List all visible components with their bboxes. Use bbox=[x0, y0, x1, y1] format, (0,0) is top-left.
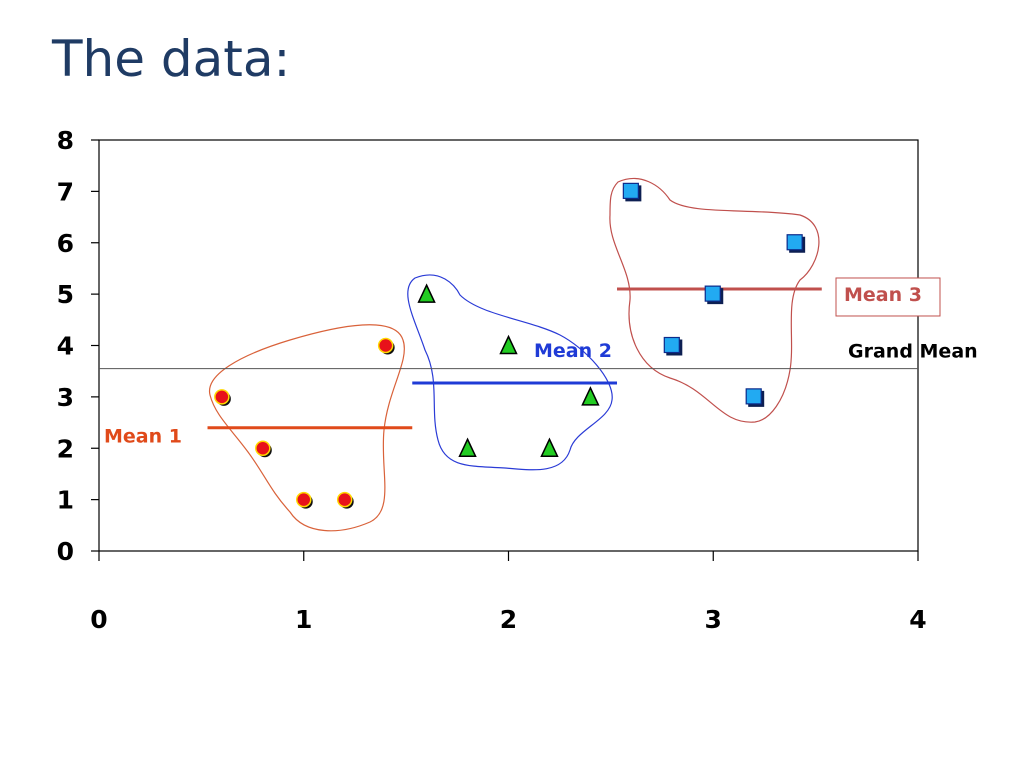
mean-1-label: Mean 1 bbox=[104, 426, 182, 448]
data-point-circle bbox=[255, 440, 271, 456]
mean-2-label: Mean 2 bbox=[534, 340, 612, 362]
data-points bbox=[214, 182, 806, 509]
data-point-square bbox=[704, 285, 721, 302]
slide-title: The data: bbox=[52, 30, 291, 88]
y-tick-label: 3 bbox=[57, 383, 74, 412]
data-point-square bbox=[786, 234, 803, 251]
data-point-square bbox=[622, 182, 639, 199]
group-3-outline bbox=[609, 177, 820, 423]
data-point-circle bbox=[336, 491, 353, 508]
data-point-triangle bbox=[581, 386, 600, 406]
axes: 0 1 2 3 4 5 6 7 8 0 1 2 3 4 bbox=[57, 126, 927, 634]
x-tick-label: 2 bbox=[500, 605, 517, 634]
data-point-triangle bbox=[540, 437, 559, 457]
group-2-outline bbox=[407, 274, 613, 471]
y-tick-label: 2 bbox=[57, 434, 74, 463]
data-point-square bbox=[663, 336, 680, 354]
y-tick-label: 8 bbox=[57, 126, 74, 155]
y-tick-label: 4 bbox=[57, 332, 74, 361]
group-1-outline bbox=[209, 324, 405, 532]
data-point-square bbox=[745, 388, 762, 405]
grand-mean-label: Grand Mean bbox=[848, 341, 978, 363]
y-tick-label: 5 bbox=[57, 280, 74, 309]
x-tick-label: 4 bbox=[909, 605, 926, 634]
y-tick-label: 6 bbox=[57, 229, 74, 258]
x-tick-label: 3 bbox=[705, 605, 722, 634]
data-point-triangle bbox=[458, 437, 477, 457]
mean-3-label-box bbox=[835, 277, 941, 317]
data-point-circle bbox=[214, 389, 230, 405]
data-point-circle bbox=[296, 491, 312, 508]
group-outlines bbox=[209, 177, 820, 532]
reference-lines bbox=[99, 287, 918, 430]
data-point-triangle bbox=[417, 283, 436, 303]
data-point-circle bbox=[377, 337, 394, 354]
mean-3-label: Mean 3 bbox=[844, 284, 922, 306]
x-tick-label: 0 bbox=[90, 605, 107, 634]
x-tick-label: 1 bbox=[295, 605, 312, 634]
y-tick-label: 1 bbox=[57, 486, 74, 515]
y-tick-label: 7 bbox=[57, 177, 74, 206]
data-point-triangle bbox=[499, 334, 518, 355]
y-tick-label: 0 bbox=[57, 537, 74, 566]
